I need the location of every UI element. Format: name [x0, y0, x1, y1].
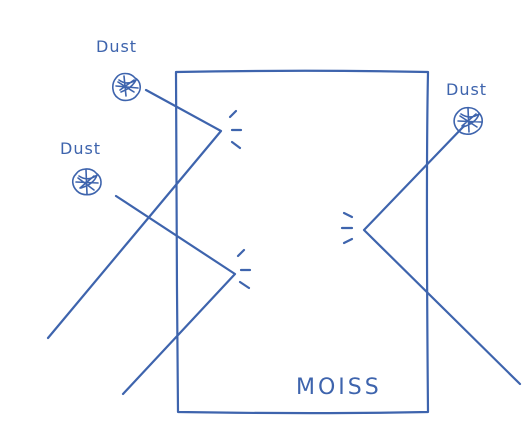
reflection-flash-3 — [340, 211, 354, 245]
scatter-ray-2 — [114, 194, 237, 396]
scatter-ray-1 — [46, 88, 223, 340]
moiss-box-label: MOISS — [296, 375, 382, 400]
dust-label-3: Dust — [446, 80, 487, 99]
reflection-flash-1 — [228, 109, 243, 150]
dust-label-1: Dust — [96, 37, 137, 56]
dust-label-2: Dust — [60, 139, 101, 158]
dust-particle-2 — [71, 168, 102, 196]
dust-particle-3 — [453, 106, 483, 135]
moiss-box — [174, 69, 430, 415]
dust-particle-1 — [112, 72, 141, 102]
scatter-ray-3 — [362, 124, 522, 386]
reflection-flash-2 — [236, 248, 252, 290]
